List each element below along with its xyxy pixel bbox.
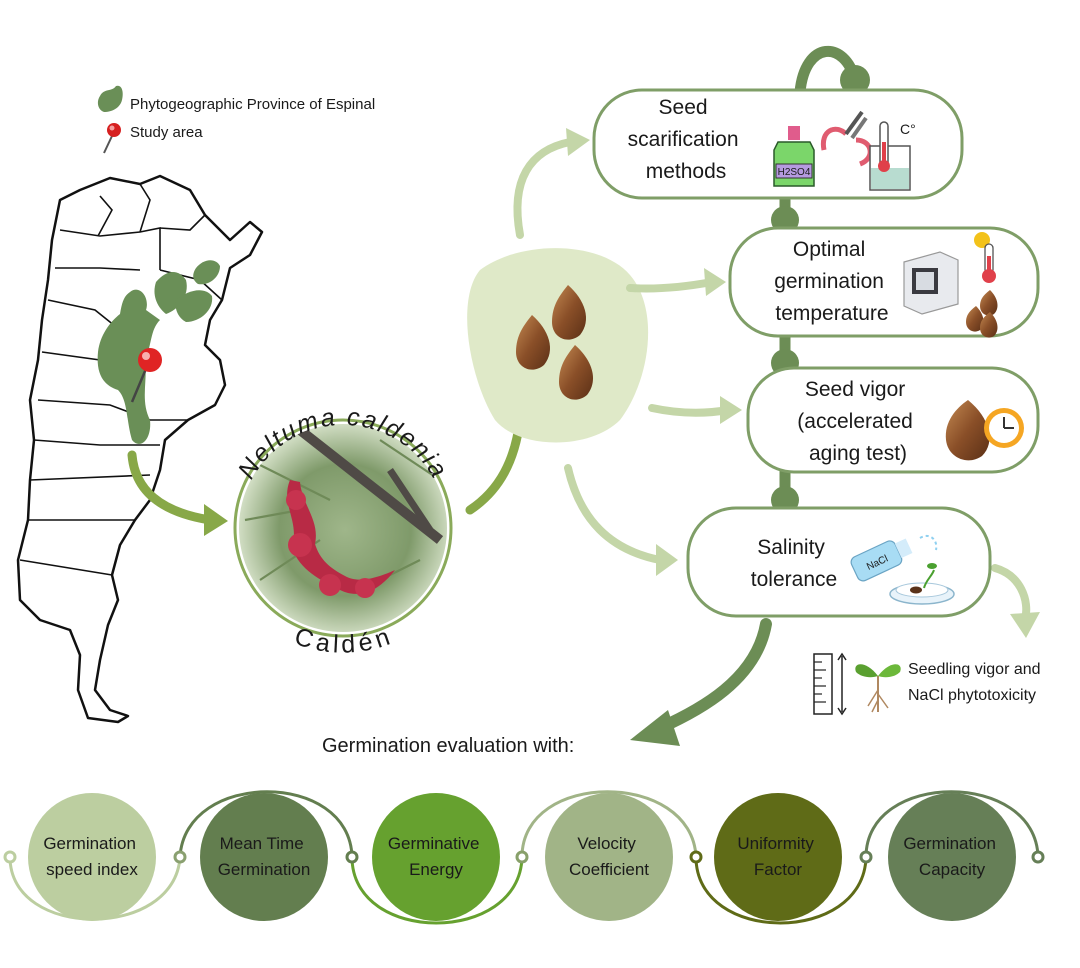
- method-box-vigor: Seed vigor (accelerated aging test): [746, 366, 1040, 474]
- study-area-legend-label: Study area: [130, 124, 203, 141]
- seedling-note: Seedling vigor and NaCl phytotoxicity: [813, 652, 1045, 716]
- seedling-note-line: NaCl phytotoxicity: [908, 687, 1036, 704]
- salinity-to-evaluation-arrow: [654, 618, 772, 734]
- index-line: Mean Time: [220, 834, 304, 853]
- method-line: scarification: [628, 128, 739, 151]
- seedling-note-line: Seedling vigor and: [908, 661, 1041, 678]
- index-line: Germinative: [388, 834, 480, 853]
- method-box-temperature: Optimal germination temperature: [728, 226, 1040, 338]
- method-line: Salinity: [757, 536, 825, 559]
- svg-text:Velocity Coefficient: Velocity Coefficient: [569, 834, 649, 879]
- nacl-bottle-icon: NaCl: [850, 534, 938, 582]
- method-arrows: [513, 138, 1031, 624]
- index-line: speed index: [46, 860, 138, 879]
- method-line: tolerance: [751, 568, 837, 591]
- acid-formula-label: H2SO4: [778, 167, 811, 178]
- index-circle: [200, 793, 328, 921]
- seed-icon: [516, 285, 594, 400]
- svg-text:Germinative Energy: Germinative Energy: [388, 834, 484, 879]
- evaluation-index-4: Uniformity Factor: [714, 793, 842, 921]
- province-legend-label: Phytogeographic Province of Espinal: [130, 96, 375, 113]
- seed-clock-icon: [945, 400, 1024, 461]
- index-line: Germination: [218, 860, 311, 879]
- index-line: Velocity: [577, 834, 636, 853]
- thermometer-beaker-icon: C°: [869, 121, 916, 191]
- temperature-unit-label: C°: [900, 121, 916, 137]
- svg-text:Seed scarification: Seed scarification methods: [628, 96, 745, 183]
- index-line: Energy: [409, 860, 463, 879]
- seedling-icon: [855, 664, 901, 713]
- method-line: germination: [774, 270, 884, 293]
- method-line: temperature: [775, 302, 888, 325]
- method-line: Optimal: [793, 238, 865, 261]
- species-photo: Neltuma caldenia Caldén: [233, 403, 453, 659]
- index-line: Factor: [754, 860, 803, 879]
- svg-text:Germination speed index: Germination speed index: [43, 834, 140, 879]
- acid-bottle-icon: H2SO4: [773, 126, 815, 187]
- evaluation-title: Germination evaluation with:: [322, 735, 574, 757]
- ruler-icon: [813, 652, 847, 716]
- legend: Phytogeographic Province of Espinal Stud…: [97, 85, 375, 154]
- evaluation-index-5: Germination Capacity: [888, 793, 1016, 921]
- method-line: Seed: [659, 96, 708, 119]
- province-legend-icon: [97, 85, 123, 112]
- evaluation-index-0: Germination speed index: [28, 793, 156, 921]
- espinal-region: [97, 289, 160, 444]
- index-circle: [714, 793, 842, 921]
- index-circle: [888, 793, 1016, 921]
- method-line: (accelerated: [797, 410, 913, 433]
- seeds-illustration: [467, 248, 649, 443]
- evaluation-index-3: Velocity Coefficient: [545, 793, 673, 921]
- svg-text:Uniformity Factor: Uniformity Factor: [737, 834, 818, 879]
- method-box-scarification: Seed scarification methods H2SO4 C°: [592, 88, 964, 200]
- small-seeds-icon: [966, 290, 998, 338]
- method-line: Seed vigor: [805, 378, 905, 401]
- index-circle: [545, 793, 673, 921]
- svg-text:Optimal germination: Optimal germination temperature: [774, 238, 890, 325]
- index-line: Uniformity: [737, 834, 814, 853]
- svg-text:Mean Time Germination: Mean Time Germination: [218, 834, 311, 879]
- map-to-species-arrow: [127, 450, 215, 525]
- sun-thermometer-icon: [974, 232, 996, 283]
- map-pin-legend-icon: [103, 123, 121, 154]
- petri-dish-seedling-icon: [889, 563, 955, 605]
- svg-text:Germination Capacity: Germination Capacity: [903, 834, 1000, 879]
- svg-text:Seed vigor (accelerated: Seed vigor (accelerated aging test): [797, 378, 918, 465]
- index-line: Capacity: [919, 860, 986, 879]
- method-line: methods: [646, 160, 727, 183]
- index-line: Coefficient: [569, 860, 649, 879]
- method-line: aging test): [809, 442, 907, 465]
- index-line: Germination: [43, 834, 136, 853]
- evaluation-index-2: Germinative Energy: [372, 793, 500, 921]
- index-circle: [28, 793, 156, 921]
- argentina-map: [16, 174, 264, 724]
- pod-icon: [287, 480, 395, 594]
- svg-text:Seedling vigor and NaCl: Seedling vigor and NaCl phytotoxicity: [908, 661, 1045, 704]
- svg-text:Salinity tolerance: Salinity tolerance: [751, 536, 837, 591]
- index-circle: [372, 793, 500, 921]
- incubator-icon: [903, 251, 959, 315]
- species-to-seeds-arrow: [465, 415, 525, 515]
- method-box-salinity: Salinity tolerance NaCl: [686, 506, 992, 618]
- evaluation-index-1: Mean Time Germination: [200, 793, 328, 921]
- index-line: Germination: [903, 834, 996, 853]
- study-area-pin-icon: [130, 348, 162, 403]
